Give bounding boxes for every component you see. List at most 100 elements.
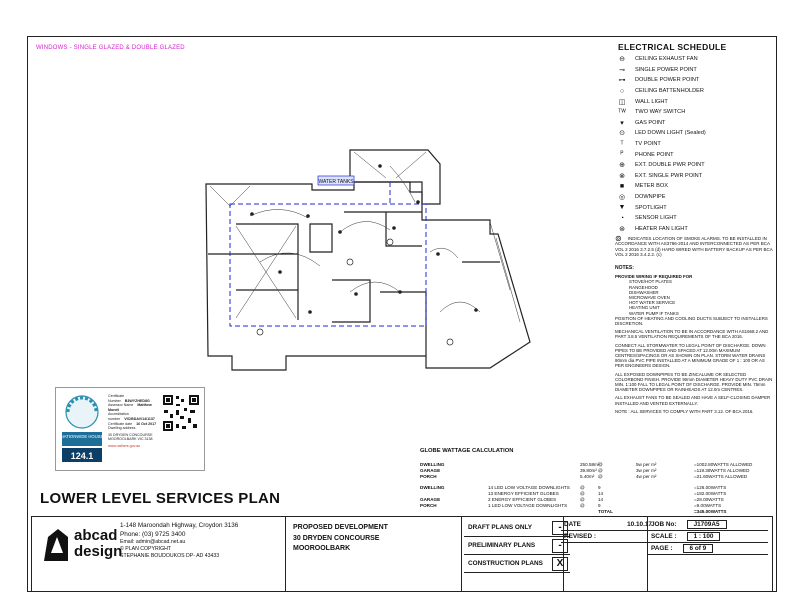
legend-label: METER BOX xyxy=(635,183,668,190)
logo-word-top: abcad xyxy=(74,527,118,544)
legend-label: CEILING BATTENHOLDER xyxy=(635,88,704,95)
wattage-title: GLOBE WATTAGE CALCULATION xyxy=(420,448,514,454)
legend-label: PHONE POINT xyxy=(635,151,674,158)
legend-label: EXT. SINGLE PWR POINT xyxy=(635,172,703,179)
wiring-item: WATER PUMP IF TANKS xyxy=(629,310,679,316)
drawing-sheet-border xyxy=(27,36,777,592)
project-line: 30 DRYDEN CONCOURSE xyxy=(293,534,380,542)
mechanical-note: MECHANICAL VENTILATION TO BE IN ACCORDAN… xyxy=(615,329,769,340)
legend-label: SPOTLIGHT xyxy=(635,204,667,211)
wiring-item: HOT WATER SERVICE xyxy=(629,300,676,306)
legend-label: SINGLE POWER POINT xyxy=(635,66,697,73)
legend-item: ᵀ TV POINT xyxy=(615,139,775,150)
wattage-total-row: TOTAL =345.00WATTS xyxy=(598,508,727,514)
heating-note: POSITION OF HEATING AND COOLING DUCTS SU… xyxy=(615,315,768,327)
plan-title: LOWER LEVEL SERVICES PLAN xyxy=(40,490,281,507)
plan-status-checkbox: - xyxy=(552,538,568,553)
tv-point-icon: ᵀ xyxy=(620,140,624,148)
project-line: MOOROOLBARK xyxy=(293,545,351,552)
legend-item: ⊸ SINGLE POWER POINT xyxy=(615,65,775,76)
legend-item: ⊙ LED DOWN LIGHT (Sealed) xyxy=(615,128,775,139)
legend-item: ▾ GAS POINT xyxy=(615,118,775,129)
legend-item: ⊕ EXT. DOUBLE PWR POINT xyxy=(615,160,775,171)
downpipe-icon: ◎ xyxy=(618,194,626,202)
legend-item: ◎ DOWNPIPE xyxy=(615,192,775,203)
designer-name: STEPHANIE BOUDOUKOS DP- AD 43433 xyxy=(120,553,220,559)
notes-block: NOTES: PROVIDE WIRING IF REQUIRED FOR ST… xyxy=(615,265,775,417)
plan-status-checkbox: - xyxy=(552,520,568,535)
project-details: PROPOSED DEVELOPMENT 30 DRYDEN CONCOURSE M… xyxy=(293,523,388,555)
services-note: NOTE : ALL SERVICES TO COMPLY WITH PART … xyxy=(615,408,754,414)
phone-point-icon: ᴾ xyxy=(620,151,624,159)
legend-label: TV POINT xyxy=(635,141,661,148)
led-downlight-icon: ⊙ xyxy=(619,130,625,138)
legend-item: ⊖ CEILING EXHAUST FAN xyxy=(615,54,775,65)
office-email: Email: admin@abcad.net.au xyxy=(120,539,186,545)
cert-brand: NATIONWIDE HOUSE xyxy=(61,434,104,439)
electrical-legend: ⊖ CEILING EXHAUST FAN ⊸ SINGLE POWER POINT ⊶… xyxy=(615,54,775,234)
energy-rating-certificate: NATIONWIDE HOUSE 124.1 Certificate Numbe… xyxy=(55,387,205,471)
sensor-light-icon: ◔ xyxy=(619,214,625,222)
downpipe-note: ALL EXPOSED DOWNPIPES TO BE ZINCALUME OR… xyxy=(615,371,773,393)
wiring-item: DISHWASHER xyxy=(629,289,659,295)
wiring-item: RANGEHOOD xyxy=(629,284,658,290)
office-address: 1-148 Maroondah Highway, Croydon 3136 xyxy=(120,522,239,529)
notes-title: NOTES: xyxy=(615,265,634,271)
smoke-alarm-note: ⊚ INDICATES LOCATION OF SMOKE ALARMS. TO… xyxy=(615,234,773,258)
legend-label: DOUBLE POWER POINT xyxy=(635,77,700,84)
legend-item: ⊶ DOUBLE POWER POINT xyxy=(615,75,775,86)
wall-light-icon: ◫ xyxy=(618,98,626,106)
legend-label: CEILING EXHAUST FAN xyxy=(635,56,698,63)
cert-url: www.nathers.gov.au xyxy=(108,443,141,448)
wiring-item: STOVE/HOT PLATES xyxy=(629,279,672,285)
floor-plan-drawing: WATER TANKS xyxy=(205,149,531,371)
smoke-alarm-icon: ⊚ xyxy=(615,234,622,243)
abcad-logo: abcad design xyxy=(40,523,122,583)
office-phone: Phone: (03) 9725 3400 xyxy=(120,531,186,538)
gas-point-icon: ▾ xyxy=(620,119,624,127)
spotlight-icon: ▼ xyxy=(618,204,626,212)
legend-item: ᴾ PHONE POINT xyxy=(615,149,775,160)
single-power-point-icon: ⊸ xyxy=(619,66,625,74)
stormwater-note: CONNECT ALL STORMWATER TO LEGAL POINT OF… xyxy=(615,342,766,369)
logo-word-bottom: design xyxy=(74,543,123,560)
project-line: PROPOSED DEVELOPMENT xyxy=(293,524,388,531)
cert-rating: 124.1 xyxy=(71,451,94,461)
double-power-point-icon: ⊶ xyxy=(618,77,626,85)
nathers-star-rating-icon: NATIONWIDE HOUSE 124.1 xyxy=(61,395,104,462)
legend-label: SENSOR LIGHT xyxy=(635,215,677,222)
legend-label: LED DOWN LIGHT (Sealed) xyxy=(635,130,706,137)
page-row: PAGE : 6 of 9 xyxy=(648,543,768,555)
plan-status-row: PRELIMINARY PLANS- xyxy=(464,537,570,555)
date-block: DATE 10.10.17 REVISED : xyxy=(561,519,656,543)
legend-item: ⊗ EXT. SINGLE PWR POINT xyxy=(615,171,775,182)
wiring-item: HEATING UNIT xyxy=(629,305,660,311)
job-block: JOB No: J1709A5 SCALE : 1 : 100 PAGE : 6… xyxy=(648,519,768,555)
legend-label: EXT. DOUBLE PWR POINT xyxy=(635,162,705,169)
ext-single-power-icon: ⊗ xyxy=(619,172,625,180)
exhaust-fan-icon: ⊖ xyxy=(619,56,625,64)
wiring-heading: PROVIDE WIRING IF REQUIRED FOR xyxy=(615,274,693,280)
legend-label: DOWNPIPE xyxy=(635,194,666,201)
window-glazing-note: WINDOWS - SINGLE GLAZED & DOUBLE GLAZED xyxy=(36,45,185,51)
date-row: DATE 10.10.17 xyxy=(561,519,656,531)
date-value: 10.10.17 xyxy=(627,521,652,528)
scale-value: 1 : 100 xyxy=(686,532,721,541)
legend-item: ▼ SPOTLIGHT xyxy=(615,202,775,213)
cert-address: 30 DRYDEN CONCOURSE MOOROOLBARK VIC 3138 xyxy=(108,432,153,442)
legend-item: ○CEILING BATTENHOLDER xyxy=(615,86,775,97)
legend-label: GAS POINT xyxy=(635,119,666,126)
ext-double-power-icon: ⊕ xyxy=(619,162,625,170)
title-block: abcad design 1-148 Maroondah Highway, Cr… xyxy=(31,516,773,591)
page-value: 6 of 9 xyxy=(682,544,714,553)
scale-row: SCALE : 1 : 100 xyxy=(648,531,768,543)
